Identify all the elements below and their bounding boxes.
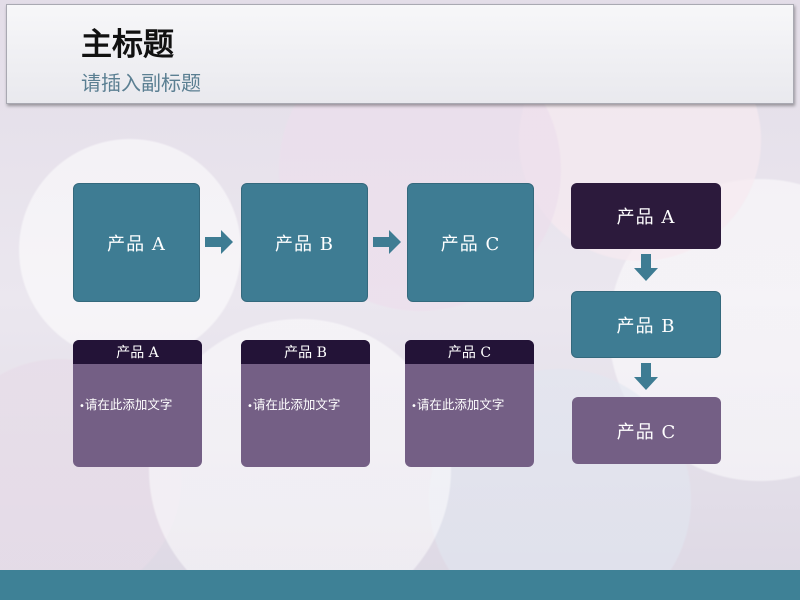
flow-box-label: 产品 A: [107, 233, 166, 255]
flow-box-product-a[interactable]: 产品 A: [73, 183, 200, 302]
bullet-icon: •: [411, 401, 417, 412]
title-banner: 主标题 请插入副标题: [6, 4, 794, 104]
card-product-b[interactable]: 产品 B •请在此添加文字: [241, 340, 370, 467]
arrow-down-icon: [634, 254, 658, 281]
flow-box-product-b[interactable]: 产品 B: [241, 183, 368, 302]
card-text: •请在此添加文字: [73, 364, 202, 413]
card-product-c[interactable]: 产品 C •请在此添加文字: [405, 340, 534, 467]
arrow-right-icon: [373, 230, 401, 254]
vflow-box-product-c[interactable]: 产品 C: [572, 397, 721, 464]
flow-box-label: 产品 B: [616, 315, 676, 337]
page-title[interactable]: 主标题: [81, 27, 174, 63]
card-text-content: 请在此添加文字: [416, 397, 505, 412]
flow-box-product-c[interactable]: 产品 C: [407, 183, 534, 302]
flow-box-label: 产品 B: [275, 233, 334, 255]
card-text-content: 请在此添加文字: [84, 397, 173, 412]
vflow-box-product-a[interactable]: 产品 A: [571, 183, 721, 249]
card-text: •请在此添加文字: [241, 364, 370, 413]
vflow-box-product-b[interactable]: 产品 B: [571, 291, 721, 358]
bullet-icon: •: [79, 401, 85, 412]
card-text: •请在此添加文字: [405, 364, 534, 413]
card-title: 产品 B: [241, 340, 370, 364]
card-title: 产品 A: [73, 340, 202, 364]
card-text-content: 请在此添加文字: [252, 397, 341, 412]
flow-box-label: 产品 A: [616, 207, 676, 228]
arrow-down-icon: [634, 363, 658, 390]
bullet-icon: •: [247, 401, 253, 412]
arrow-right-icon: [205, 230, 233, 254]
page-subtitle[interactable]: 请插入副标题: [81, 71, 201, 95]
flow-box-label: 产品 C: [440, 233, 501, 255]
flow-box-label: 产品 C: [616, 421, 677, 443]
card-product-a[interactable]: 产品 A •请在此添加文字: [73, 340, 202, 467]
card-title: 产品 C: [405, 340, 534, 364]
footer-band: [0, 570, 800, 600]
